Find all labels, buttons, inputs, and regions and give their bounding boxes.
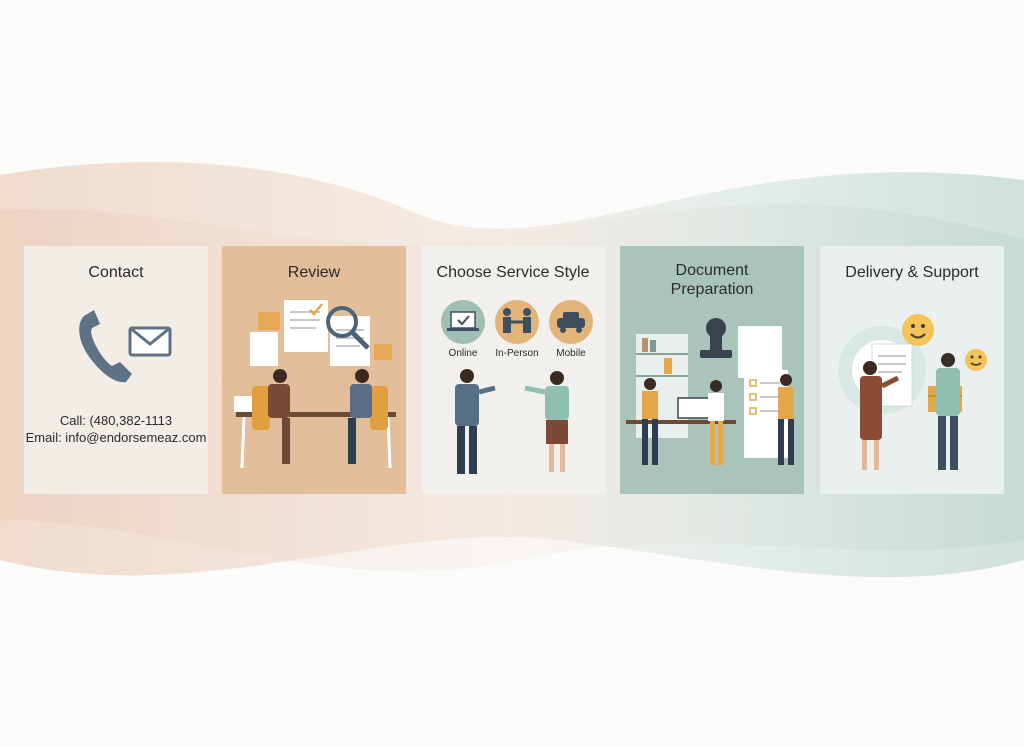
step-card-review: Review — [222, 246, 406, 494]
envelope-icon — [128, 326, 172, 357]
service-style-illustration — [441, 300, 593, 474]
man-figure — [936, 353, 960, 470]
card-title: Review — [287, 264, 341, 281]
agent-figure — [455, 369, 496, 474]
document-preparation-illustration — [626, 318, 794, 465]
phone-icon — [79, 310, 132, 383]
magnifier-icon — [326, 306, 370, 350]
card-title-line1: Document — [675, 262, 749, 279]
step-card-contact: Contact Call: (480,382-1113 Email: info@… — [24, 246, 208, 494]
workers — [642, 374, 794, 465]
step-card-choose-service-style: Choose Service Style — [421, 246, 605, 494]
review-illustration — [234, 300, 396, 469]
car-icon — [549, 300, 593, 344]
card-title: Delivery & Support — [845, 264, 979, 281]
option-label-online: Online — [448, 348, 478, 359]
delivery-support-illustration — [838, 314, 987, 470]
documents-icon — [250, 300, 392, 366]
checklist-icon — [738, 326, 788, 458]
smiley-icon — [902, 314, 987, 371]
option-label-mobile: Mobile — [556, 348, 586, 359]
step-card-delivery-support: Delivery & Support — [820, 246, 1004, 494]
email-address: Email: info@endorsemeaz.com — [25, 430, 207, 445]
handshake-icon — [495, 300, 539, 344]
person-right — [348, 369, 388, 464]
card-title: Choose Service Style — [436, 264, 590, 281]
card-title: Contact — [88, 264, 144, 281]
laptop-check-icon — [441, 300, 485, 344]
step-card-document-preparation: Document Preparation — [620, 246, 804, 494]
woman-figure — [860, 361, 900, 470]
phone-number: Call: (480,382-1113 — [59, 413, 173, 428]
contact-illustration — [79, 310, 172, 383]
option-label-in-person: In-Person — [495, 348, 539, 359]
card-title-line2: Preparation — [670, 281, 754, 298]
stamp-icon — [700, 318, 732, 358]
person-left — [252, 369, 290, 464]
client-figure — [524, 371, 569, 472]
